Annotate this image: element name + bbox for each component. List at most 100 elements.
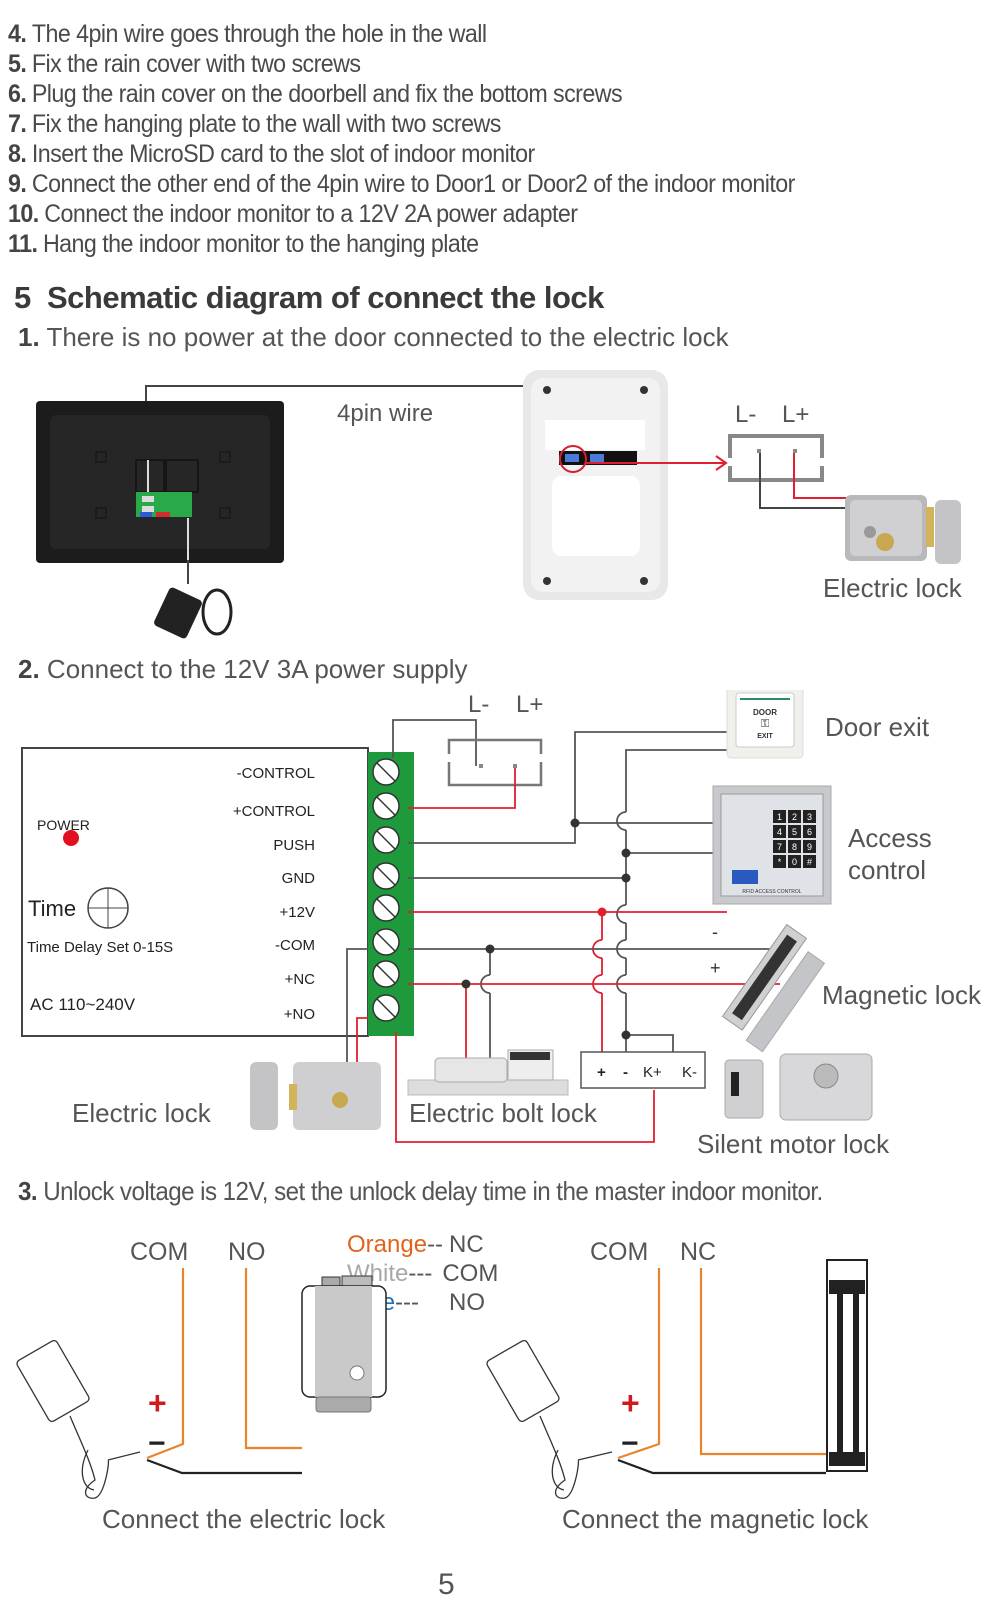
magnetic-lock-icon — [721, 923, 826, 1053]
keypad-key-label: 4 — [777, 827, 782, 837]
com-label: COM — [130, 1238, 188, 1266]
access-control-label: Access — [848, 823, 932, 853]
keypad-key — [788, 840, 801, 853]
electric-lock-icon — [845, 495, 961, 564]
keypad-key-label: 1 — [777, 812, 782, 822]
terminal-label: GND — [282, 870, 316, 887]
keypad-key — [803, 840, 816, 853]
install-step: 9.Connect the other end of the 4pin wire… — [8, 170, 795, 198]
install-step: 10.Connect the indoor monitor to a 12V 2… — [8, 200, 578, 228]
power-adapter-icon — [16, 1340, 141, 1499]
diagram3-figure: COM NO Orange--NC White---COM Blue---NO … — [16, 1231, 869, 1534]
keypad-key — [773, 825, 786, 838]
diagram3-caption: 3. Unlock voltage is 12V, set the unlock… — [18, 1176, 823, 1206]
terminal-label: +NC — [285, 971, 316, 988]
terminal-minus-label: L- — [735, 401, 756, 428]
junction-dot — [621, 1030, 631, 1040]
keypad-key-label: * — [778, 857, 782, 867]
terminal-label: +12V — [280, 904, 315, 921]
power-adapter-icon — [154, 587, 233, 639]
time-delay-label: Time Delay Set 0-15S — [27, 939, 173, 956]
power-adapter-icon — [486, 1340, 613, 1499]
keypad-key-label: 0 — [792, 857, 797, 867]
junction-dot — [621, 873, 631, 883]
install-step: 7.Fix the hanging plate to the wall with… — [8, 110, 501, 138]
electric-bolt-lock-icon — [407, 1049, 569, 1096]
silent-motor-lock-label: Silent motor lock — [697, 1129, 890, 1159]
keypad-key-label: 3 — [807, 812, 812, 822]
power-label: POWER — [37, 817, 90, 833]
magnetic-lock-caption: Connect the magnetic lock — [562, 1504, 869, 1534]
terminal-label: +CONTROL — [233, 803, 315, 820]
keypad-caption: RFID ACCESS CONTROL — [742, 889, 801, 895]
motor-terminal-label: K+ — [643, 1064, 662, 1081]
install-step: 6.Plug the rain cover on the doorbell an… — [8, 80, 623, 108]
electric-lock-label: Electric lock — [72, 1098, 212, 1128]
install-step: 8.Insert the MicroSD card to the slot of… — [8, 140, 535, 168]
keypad-key-label: # — [807, 857, 812, 867]
time-label: Time — [28, 896, 76, 921]
mag-minus-label: - — [712, 922, 718, 942]
terminal-label: PUSH — [273, 837, 315, 854]
page-number: 5 — [438, 1568, 455, 1601]
magnetic-lock-sketch-icon — [826, 1259, 868, 1472]
junction-dot — [597, 907, 607, 917]
keypad-key — [788, 855, 801, 868]
electric-lock-caption: Connect the electric lock — [102, 1504, 386, 1534]
com-label: COM — [590, 1238, 648, 1266]
keypad-key — [803, 825, 816, 838]
junction-dot — [485, 944, 495, 954]
power-controller-box — [21, 747, 369, 1037]
legend-orange: Orange--NC — [347, 1231, 484, 1258]
magnetic-lock-label: Magnetic lock — [822, 980, 982, 1010]
electric-lock-icon — [250, 1062, 381, 1130]
wire-label: 4pin wire — [337, 400, 433, 427]
minus-sign: − — [621, 1427, 639, 1460]
power-led-icon — [63, 830, 79, 846]
install-step: 5.Fix the rain cover with two screws — [8, 50, 361, 78]
plus-sign: + — [148, 1385, 167, 1421]
silent-motor-lock-icon — [724, 1053, 873, 1121]
junction-dot — [461, 979, 471, 989]
motor-terminal-label: - — [623, 1064, 628, 1081]
keypad-key — [773, 840, 786, 853]
nc-label: NC — [680, 1238, 716, 1266]
motor-terminal-label: K- — [682, 1064, 697, 1081]
diagram2-caption: 2. Connect to the 12V 3A power supply — [18, 654, 468, 684]
minus-sign: − — [148, 1427, 166, 1460]
terminal-label: +NO — [284, 1006, 315, 1023]
motor-terminal-label: + — [597, 1064, 606, 1081]
terminal-plus-label: L+ — [516, 691, 543, 718]
terminal-label: -CONTROL — [237, 765, 315, 782]
indoor-monitor-icon — [36, 401, 284, 563]
ac-input-label: AC 110~240V — [30, 995, 136, 1014]
keypad-key-label: 7 — [777, 842, 782, 852]
doorbell-back-icon — [523, 370, 668, 600]
time-knob-icon — [87, 887, 129, 929]
section-heading: 5 Schematic diagram of connect the lock — [14, 280, 604, 315]
door-exit-label: Door exit — [825, 712, 930, 742]
door-label: DOOR — [753, 708, 777, 717]
keypad-key — [803, 810, 816, 823]
no-label: NO — [228, 1238, 266, 1266]
terminal-plus-label: L+ — [782, 401, 809, 428]
terminal-block-icon — [728, 434, 824, 482]
junction-dot — [570, 818, 580, 828]
keypad-key-label: 6 — [807, 827, 812, 837]
access-control-label-2: control — [848, 855, 926, 885]
electric-bolt-lock-label: Electric bolt lock — [409, 1098, 598, 1128]
mag-plus-label: + — [710, 958, 721, 978]
keypad-key-label: 2 — [792, 812, 797, 822]
keypad-key — [773, 810, 786, 823]
keypad-key — [773, 855, 786, 868]
diagram1-figure: 4pin wire L- L+ Electric lock — [36, 370, 963, 639]
terminal-minus-label: L- — [468, 691, 489, 718]
keypad-key — [788, 825, 801, 838]
door-exit-button-icon: DOOR ⚿ EXIT — [726, 690, 804, 759]
keypad-key — [788, 810, 801, 823]
terminal-label: -COM — [275, 937, 315, 954]
electric-lock-label: Electric lock — [823, 573, 963, 603]
terminal-screws — [372, 758, 400, 1022]
plus-sign: + — [621, 1385, 640, 1421]
